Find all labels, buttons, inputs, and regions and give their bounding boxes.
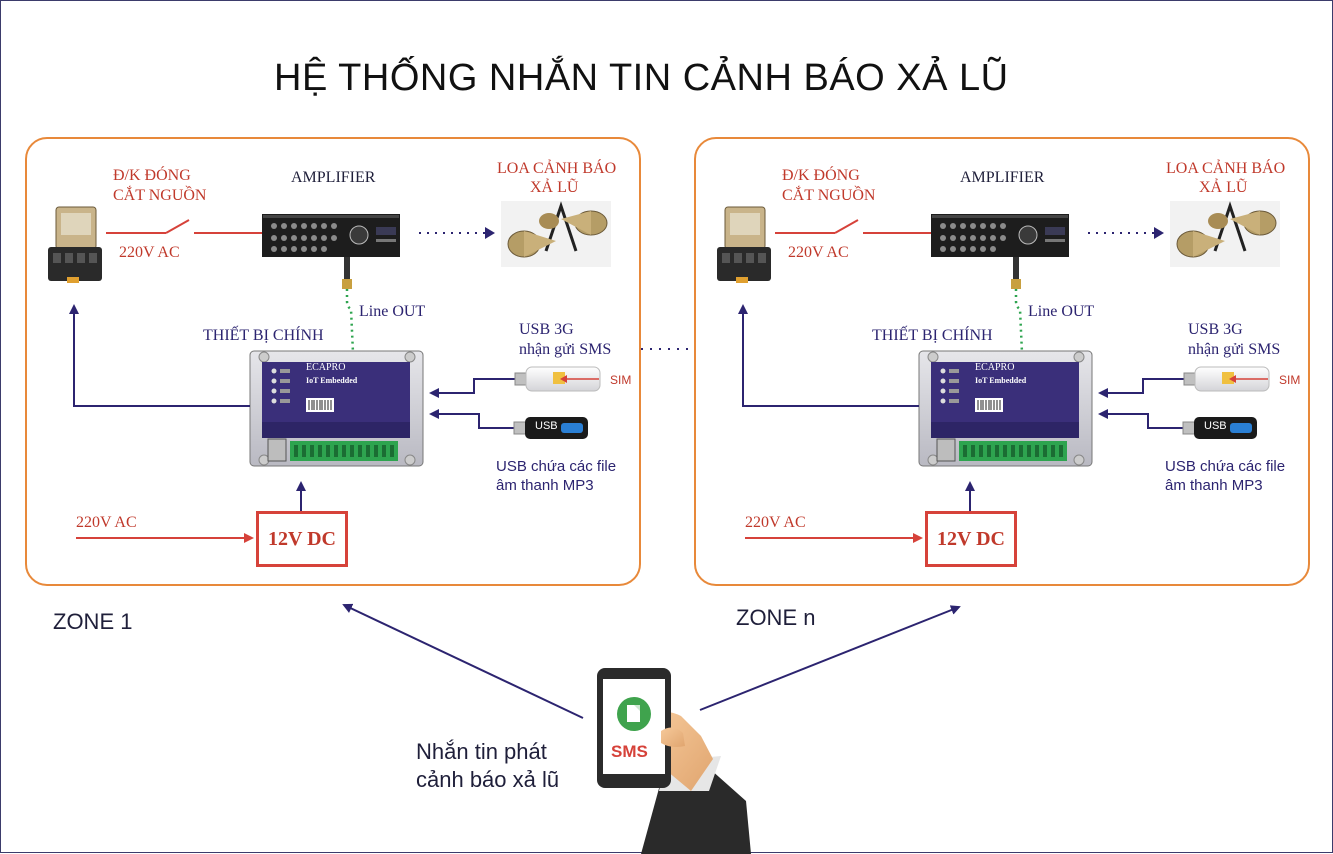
zone-n-usb-mp3-label-2: âm thanh MP3 [1165,477,1263,494]
zone-n-device-model: IoT Embedded [975,376,1027,385]
zone-n-usb-mp3-label-1: USB chứa các file [1165,458,1286,475]
zone-1-speaker-label-1: LOA CẢNH BÁO [497,160,617,177]
zone-n-usb-stick-text: USB [1204,420,1227,432]
zone-n-amplifier-label: AMPLIFIER [960,169,1045,186]
zone-n-line-out-label: Line OUT [1028,303,1095,320]
zone-1-switch-label-1: Đ/K ĐÓNG [113,167,191,184]
zone-1-graphics [48,201,611,543]
zone-1-switch-label-2: CẮT NGUỒN [113,187,207,204]
relay-icon [717,206,771,283]
zone-n-name: ZONE n [736,605,816,630]
speaker-horn-icon [501,201,611,267]
page-title: HỆ THỐNG NHẮN TIN CẢNH BÁO XẢ LŨ [274,57,1009,99]
zone-n-switch-label-1: Đ/K ĐÓNG [782,167,860,184]
usb-3g-dongle-icon [514,366,601,392]
zone-n-speaker-label-1: LOA CẢNH BÁO [1166,160,1286,177]
zone-1-frame [25,137,641,586]
zone-n-graphics [717,201,1280,543]
zone-1-power-in-label: 220V AC [76,514,137,531]
zone-1-device-model: IoT Embedded [306,376,358,385]
phone-caption-line-1: Nhắn tin phát [416,739,547,764]
zone-n-switch-label-2: CẮT NGUỒN [782,187,876,204]
zone-n-usb3g-label-2: nhận gửi SMS [1188,341,1281,358]
main-device-icon [918,350,1093,467]
speaker-horn-icon [1170,201,1280,267]
zone-n-main-device-label: THIẾT BỊ CHÍNH [872,327,993,344]
zone-1-main-device-label: THIẾT BỊ CHÍNH [203,327,324,344]
zone-1-dc-box: 12V DC [256,511,348,567]
zone-n-usb3g-label-1: USB 3G [1188,321,1243,338]
arrow-to-zone-n [699,605,961,711]
zone-n-power-in-label: 220V AC [745,514,806,531]
sms-label: SMS [611,742,648,761]
zone-1-speaker-label-2: XẢ LŨ [530,179,579,196]
zone-1-device-brand: ECAPRO [306,362,346,373]
main-device-icon [249,350,424,467]
zone-1-ac-label: 220V AC [119,244,180,261]
zone-1-sim-label: SIM [610,373,632,387]
zone-n-sim-label: SIM [1279,373,1301,387]
usb-3g-dongle-icon [1183,366,1270,392]
zone-1-amplifier-label: AMPLIFIER [291,169,376,186]
zone-1-usb-mp3-label-2: âm thanh MP3 [496,477,594,494]
amplifier-icon [931,214,1069,257]
usb-stick-icon [1182,417,1257,439]
zone-1-usb3g-label-2: nhận gửi SMS [519,341,612,358]
zone-1-usb-stick-text: USB [535,420,558,432]
relay-icon [48,206,102,283]
zone-n-ac-label: 220V AC [788,244,849,261]
usb-stick-icon [513,417,588,439]
zone-n-dc-box: 12V DC [925,511,1017,567]
phone-caption-line-2: cảnh báo xả lũ [416,767,560,792]
zone-1-name: ZONE 1 [53,609,133,634]
zone-1-line-out-label: Line OUT [359,303,426,320]
zone-n-device-brand: ECAPRO [975,362,1015,373]
amplifier-icon [262,214,400,257]
zone-1-usb3g-label-1: USB 3G [519,321,574,338]
zone-n-speaker-label-2: XẢ LŨ [1199,179,1248,196]
arrow-to-zone-1 [342,603,584,719]
hand-phone-icon [597,668,751,854]
zone-1-usb-mp3-label-1: USB chứa các file [496,458,617,475]
zone-n-frame [694,137,1310,586]
